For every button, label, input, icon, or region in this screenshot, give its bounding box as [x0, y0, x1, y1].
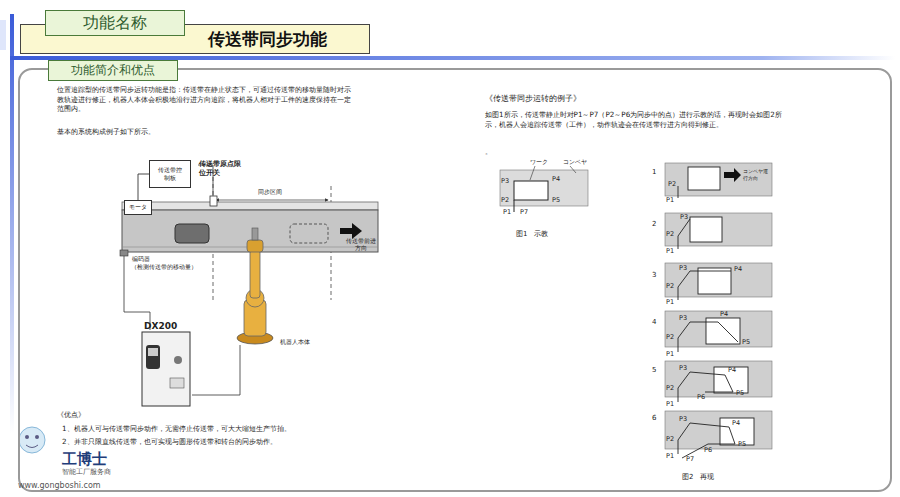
leader: [570, 166, 576, 173]
watermark: 智能工厂服务商: [62, 468, 111, 477]
step-number: 2: [652, 220, 656, 229]
workpiece-ghost: [290, 224, 328, 243]
part-name: ワーク: [530, 158, 548, 166]
step-number: 1: [652, 168, 656, 177]
direction-arrow: [340, 223, 362, 239]
point-label: P2: [666, 230, 674, 239]
point-label: P3: [679, 314, 687, 323]
figure-caption: 图2 再现: [682, 473, 714, 482]
point-label: P2: [668, 180, 676, 189]
robot-figure: [237, 228, 273, 344]
part-name: 机器人本体: [280, 338, 310, 346]
point-label: P4: [720, 310, 728, 319]
robot-cable: [192, 345, 240, 395]
point-label: P1: [666, 350, 674, 359]
conveyor: 传送带前进方向: [124, 212, 380, 254]
node-text: 传送带前进方向: [344, 238, 378, 252]
part-note: （检测传送带的移动量）: [131, 264, 197, 271]
point-label: P6: [704, 446, 712, 455]
point-label: P7: [686, 455, 694, 464]
body-text: 位置追踪型的传送带同步运转功能是指：传送带在静止状态下，可通过传送带的移动量随时…: [57, 85, 357, 114]
part-name: コンベヤ: [563, 158, 587, 166]
point-label: P5: [742, 338, 750, 347]
watermark-icon: [19, 427, 45, 453]
point-label: P6: [697, 393, 705, 402]
controller-figure: [142, 332, 190, 406]
point-label: P7: [520, 208, 528, 217]
point-label: コンベヤ運行方向: [743, 168, 771, 182]
point-label: P2: [666, 435, 674, 444]
point-label: P1: [666, 298, 674, 307]
replay-steps: [665, 163, 772, 458]
control-board: 传送带控制板: [149, 160, 191, 188]
controller-box: DX200: [142, 334, 194, 410]
dimension-label: 同步区间: [258, 188, 282, 196]
point-label: P3: [679, 415, 687, 424]
body-text: 。: [485, 147, 492, 157]
point-label: P2: [666, 384, 674, 393]
body-text: 2、并非只限直线传送带，也可实现与圆形传送带和转台的同步动作。: [62, 437, 392, 447]
node-text: 传送带同步功能: [208, 28, 327, 51]
step-number: 5: [652, 366, 656, 375]
node-text: 功能简介和优点: [48, 60, 178, 81]
point-label: P5: [738, 440, 746, 449]
point-label: P3: [679, 364, 687, 373]
step-number: 6: [652, 414, 656, 423]
rail: [122, 202, 378, 210]
point-label: P1: [503, 208, 511, 217]
watermark: www.gongboshi.com: [18, 481, 101, 492]
point-label: P3: [679, 264, 687, 273]
node-text: 功能名称: [83, 13, 147, 34]
point-label: P2: [501, 196, 509, 205]
body-text: 基本的系统构成例子如下所示。: [57, 127, 155, 137]
point-label: P1: [666, 452, 674, 461]
figure-caption: 图1 示教: [516, 230, 548, 239]
point-label: P5: [736, 389, 744, 398]
step-number: 3: [652, 271, 656, 280]
point-label: P1: [666, 400, 674, 409]
leader: [530, 166, 535, 180]
step-number: 4: [652, 318, 656, 327]
point-label: P4: [728, 366, 736, 375]
body-text: 如图1所示，传送带静止时对P1～P7（P2～P6为同步中的点）进行示教的话，再现…: [485, 110, 785, 129]
node-text: DX200: [144, 321, 177, 331]
point-label: P1: [666, 196, 674, 205]
conveyor-belt: [122, 210, 378, 252]
workpiece: [175, 224, 209, 243]
conveyor-band: [500, 170, 588, 206]
point-label: P2: [666, 282, 674, 291]
node-text: 传送带控制板: [158, 166, 182, 182]
point-label: P4: [734, 265, 742, 274]
limit-switch: [210, 196, 217, 206]
point-label: P3: [680, 213, 688, 222]
side-bar: [10, 14, 14, 434]
part-name: 传送带原点限位开关: [199, 160, 241, 178]
motor-box: モータ: [124, 200, 152, 215]
workpiece: [514, 181, 548, 200]
section-heading: 《传送带同步运转的例子》: [485, 94, 581, 104]
header-tag: 功能名称: [45, 10, 185, 36]
point-label: P1: [666, 247, 674, 256]
part-name: 编码器: [132, 255, 150, 263]
section-heading: 《优点》: [57, 410, 85, 420]
body-text: 1、机器人可与传送带同步动作，无需停止传送带，可大大缩短生产节拍。: [62, 424, 392, 434]
side-tab: [0, 20, 6, 50]
point-label: P3: [501, 177, 509, 186]
node-text: モータ: [129, 203, 147, 212]
point-label: P4: [552, 175, 560, 184]
trajectory: [514, 200, 515, 212]
point-label: P5: [552, 196, 560, 205]
dimension-line: [216, 200, 328, 201]
point-label: P2: [666, 333, 674, 342]
encoder: [120, 250, 128, 256]
connector: [138, 174, 149, 200]
watermark: 工博士: [62, 449, 107, 469]
point-label: P4: [732, 419, 740, 428]
